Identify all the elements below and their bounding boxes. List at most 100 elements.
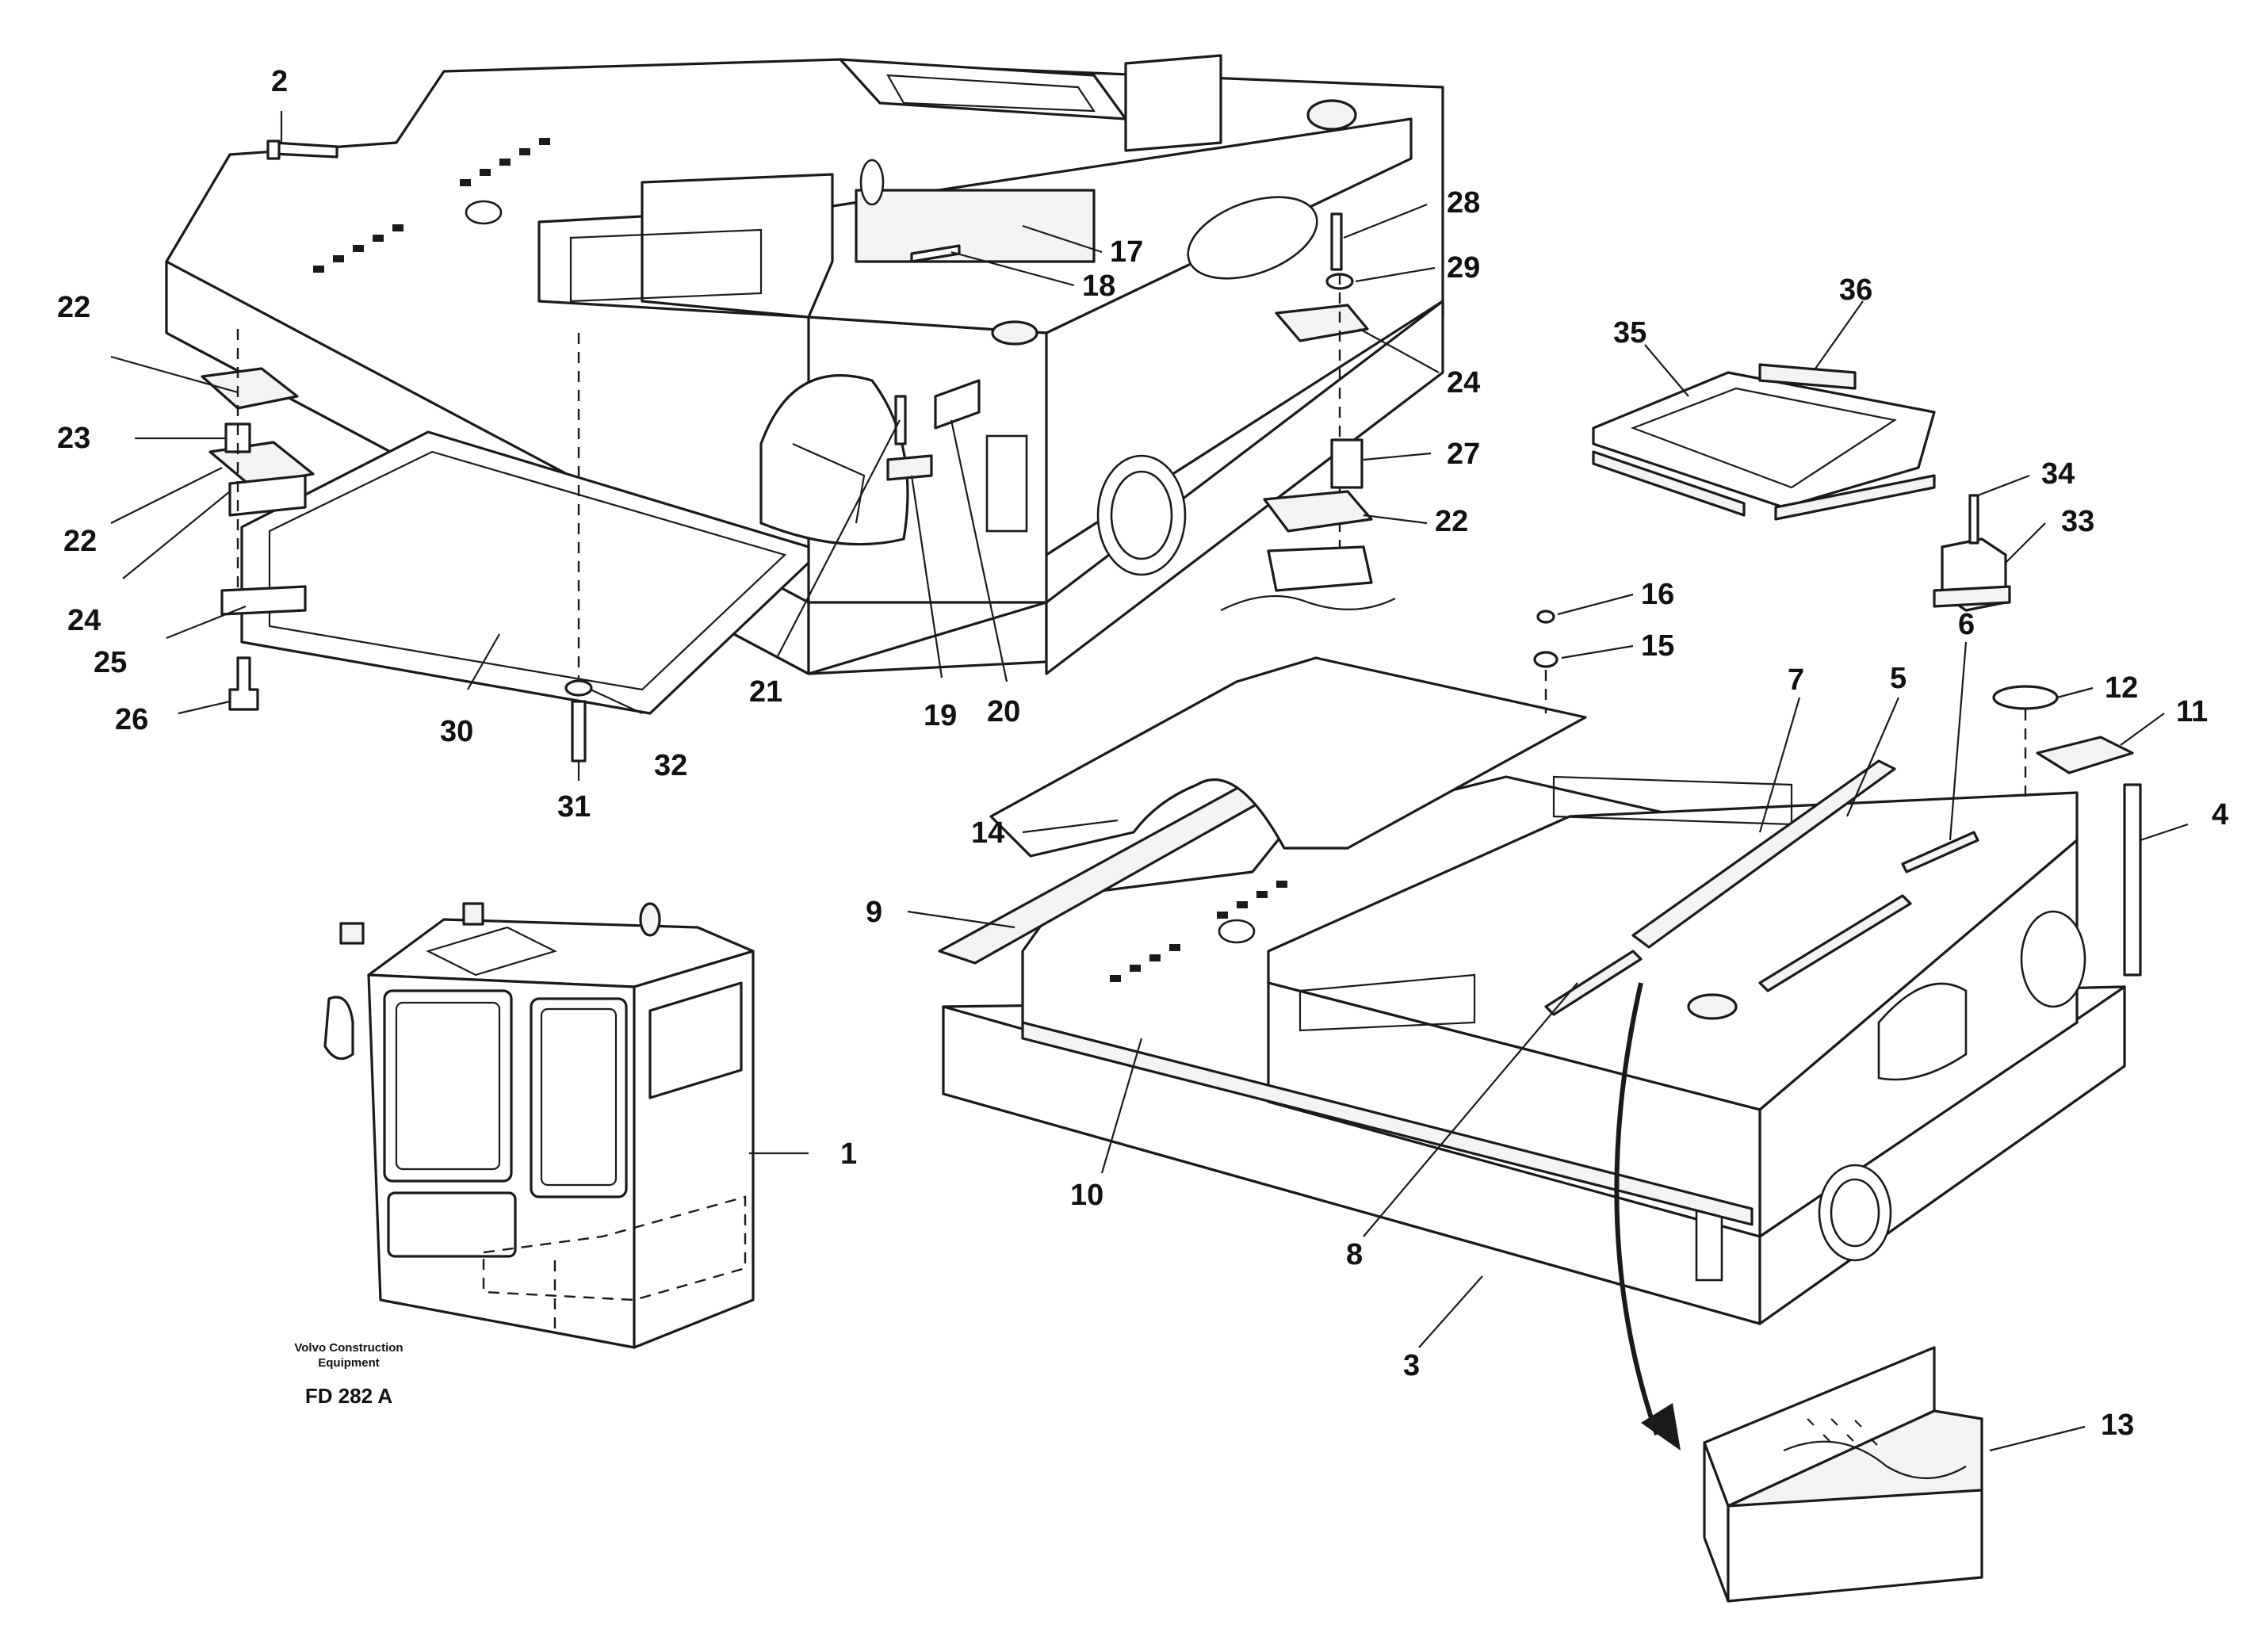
callout-17: 17 bbox=[1110, 235, 1143, 269]
callout-13: 13 bbox=[2101, 1409, 2134, 1442]
rail-part-7 bbox=[1631, 759, 1896, 949]
callout-22a: 22 bbox=[57, 291, 90, 324]
callout-20: 20 bbox=[987, 695, 1020, 728]
leader-13 bbox=[1989, 1425, 2086, 1452]
hook bbox=[1807, 1418, 1815, 1426]
callout-14: 14 bbox=[971, 816, 1004, 850]
callout-12: 12 bbox=[2105, 671, 2138, 705]
lower-round-opening-inner bbox=[1830, 1178, 1880, 1248]
top-cap-2 bbox=[1306, 99, 1357, 131]
hook bbox=[1870, 1438, 1878, 1446]
bracket-20 bbox=[934, 379, 981, 430]
callout-32: 32 bbox=[654, 749, 687, 782]
leader-3 bbox=[1418, 1275, 1483, 1348]
leader-26 bbox=[178, 700, 231, 715]
rail-part-6 bbox=[1901, 831, 1979, 873]
rail-part-8 bbox=[1544, 950, 1643, 1016]
callout-34: 34 bbox=[2041, 457, 2075, 491]
callout-24a: 24 bbox=[67, 604, 101, 637]
leader-22a bbox=[110, 355, 239, 394]
slot bbox=[1149, 954, 1161, 961]
lower-box-side bbox=[1267, 981, 1761, 1238]
bolt-2-head bbox=[266, 140, 281, 160]
side-oval-opening bbox=[1187, 196, 1318, 280]
callout-7: 7 bbox=[1788, 663, 1804, 697]
lower-plate-slots bbox=[1110, 881, 1287, 982]
callout-24b: 24 bbox=[1447, 366, 1480, 399]
cover-lower-rail-right bbox=[1774, 474, 1936, 521]
hook bbox=[1830, 1418, 1838, 1426]
caption-company-line1: Volvo Construction bbox=[294, 1341, 403, 1355]
leader-4 bbox=[2140, 823, 2189, 842]
cab-work-light-left bbox=[339, 922, 365, 945]
bracket-assembly-33 bbox=[1933, 494, 2011, 612]
leader-11 bbox=[2120, 713, 2165, 746]
lower-frame-assembly bbox=[938, 610, 2142, 1451]
lower-top-cap bbox=[1687, 993, 1738, 1020]
leader-10 bbox=[1100, 1038, 1143, 1174]
frame-inner-well bbox=[641, 173, 834, 319]
callout-33: 33 bbox=[2061, 505, 2094, 538]
screw-21 bbox=[894, 395, 907, 445]
bracket-hole bbox=[859, 159, 885, 206]
slot bbox=[1237, 901, 1248, 908]
plate-part-14 bbox=[989, 656, 1587, 858]
callout-10: 10 bbox=[1070, 1179, 1103, 1212]
leader-35 bbox=[1644, 344, 1689, 397]
tray-front bbox=[1727, 1489, 1983, 1603]
leader-22c bbox=[1363, 514, 1428, 525]
callout-28: 28 bbox=[1447, 186, 1480, 220]
slot bbox=[1276, 881, 1287, 888]
tray-break-line bbox=[1783, 1440, 1967, 1479]
cab-beacon bbox=[639, 902, 661, 937]
leader-16 bbox=[1557, 593, 1634, 616]
floor-plate-slots bbox=[313, 138, 550, 273]
tray-detail-13 bbox=[1703, 1346, 1983, 1603]
callout-30: 30 bbox=[440, 715, 473, 748]
callout-6: 6 bbox=[1958, 608, 1975, 641]
slot bbox=[392, 224, 403, 231]
figure-caption: Volvo Construction Equipment FD 282 A bbox=[294, 1341, 403, 1408]
callout-11: 11 bbox=[2176, 695, 2208, 728]
bolt-2 bbox=[272, 141, 338, 159]
leader-32 bbox=[590, 689, 643, 714]
detail-arrow bbox=[1614, 982, 1659, 1435]
cab-hidden-box bbox=[482, 1195, 747, 1302]
leader-20 bbox=[950, 419, 1008, 682]
cover-rail-36 bbox=[1758, 363, 1857, 390]
bolt-26 bbox=[228, 656, 259, 711]
hook bbox=[1846, 1434, 1854, 1442]
hook bbox=[1854, 1420, 1862, 1428]
rail-part-10 bbox=[1021, 1021, 1754, 1226]
callout-25: 25 bbox=[94, 646, 127, 679]
slot bbox=[1217, 912, 1228, 919]
leader-17 bbox=[1022, 224, 1103, 254]
cover-lower-rail-left bbox=[1592, 450, 1746, 517]
bracket-33-base bbox=[1933, 585, 2011, 608]
cover-inner bbox=[1630, 387, 1897, 489]
leader-33 bbox=[2005, 522, 2046, 564]
callout-16: 16 bbox=[1641, 578, 1674, 611]
callout-2: 2 bbox=[271, 65, 288, 98]
top-cap-1 bbox=[991, 320, 1038, 346]
callout-22b: 22 bbox=[63, 525, 97, 558]
leader-24b bbox=[1359, 328, 1440, 373]
lower-plate-center-hole bbox=[1218, 919, 1256, 944]
cab-door-window bbox=[530, 997, 628, 1198]
lower-right-round-opening bbox=[2020, 910, 2086, 1008]
slot bbox=[499, 159, 511, 166]
slot bbox=[1130, 965, 1141, 972]
leader-7 bbox=[1758, 697, 1801, 833]
upper-bracket-slot bbox=[886, 74, 1096, 113]
plate-part-11 bbox=[2036, 736, 2134, 774]
slot bbox=[1169, 944, 1180, 951]
leader-27 bbox=[1363, 452, 1432, 461]
washer-32 bbox=[564, 679, 593, 697]
leader-14 bbox=[1022, 819, 1119, 834]
callout-1: 1 bbox=[840, 1137, 857, 1171]
leader-29 bbox=[1355, 266, 1436, 283]
spacer-27 bbox=[1330, 438, 1363, 489]
bolt-31 bbox=[571, 700, 587, 763]
